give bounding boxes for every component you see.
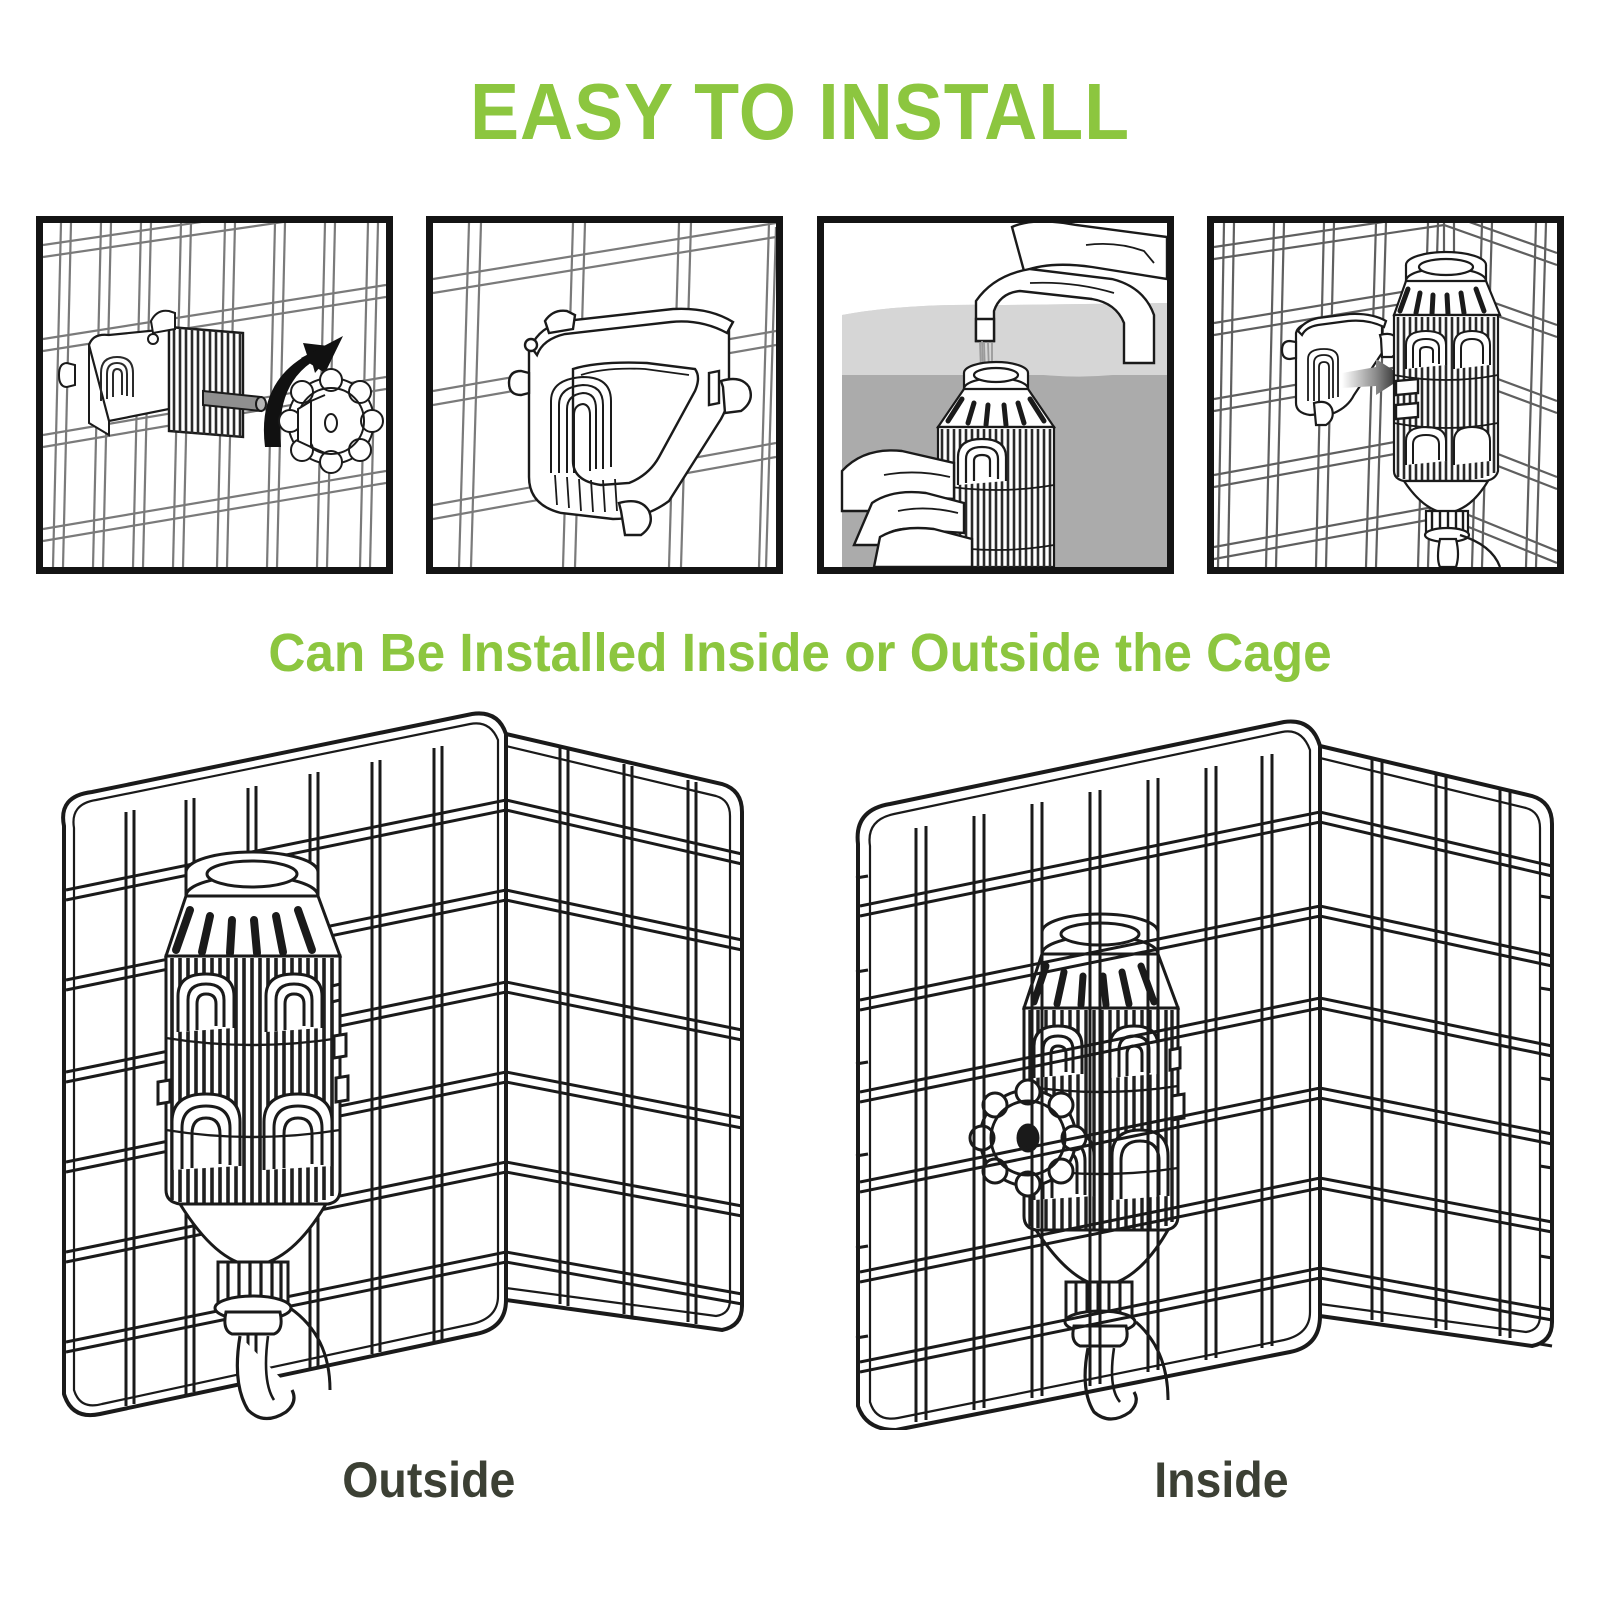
outside-cage-drawing bbox=[61, 711, 744, 1421]
outside-mount-illustration bbox=[0, 700, 800, 1430]
cage-panel-icon bbox=[855, 719, 1554, 1430]
water-bottle-icon bbox=[935, 360, 1056, 567]
mounting-options-row bbox=[0, 700, 1600, 1430]
step-3-illustration bbox=[840, 223, 1167, 567]
thumbwheel-nut-icon bbox=[278, 368, 384, 474]
installation-steps-row bbox=[36, 216, 1564, 574]
bracket-icon bbox=[1280, 312, 1400, 427]
bracket-icon bbox=[57, 309, 245, 439]
inside-cage-drawing bbox=[855, 719, 1554, 1430]
step-panel-1-attach-bracket bbox=[36, 216, 393, 574]
curved-rotation-arrow-icon bbox=[263, 336, 343, 447]
bracket-cradle-icon bbox=[508, 307, 753, 537]
section-subtitle: Can Be Installed Inside or Outside the C… bbox=[268, 623, 1332, 683]
step-4-illustration bbox=[1213, 223, 1557, 567]
water-bottle-icon bbox=[156, 850, 350, 1421]
mounting-option-labels: Outside Inside bbox=[0, 1450, 1600, 1540]
inside-mount-illustration bbox=[800, 700, 1600, 1430]
faucet-icon bbox=[974, 223, 1167, 365]
label-outside: Outside bbox=[342, 1452, 516, 1508]
cage-wire-grid-icon bbox=[1213, 223, 1557, 567]
page-title: EASY TO INSTALL bbox=[470, 67, 1130, 156]
step-2-illustration bbox=[433, 223, 777, 567]
insert-arrow-icon bbox=[1341, 359, 1404, 395]
label-inside: Inside bbox=[1154, 1452, 1289, 1508]
step-panel-3-fill-bottle bbox=[816, 216, 1174, 574]
screw-icon bbox=[202, 389, 267, 413]
hand-icon bbox=[840, 449, 973, 567]
step-panel-4-insert-bottle bbox=[1206, 216, 1564, 574]
step-panel-2-bracket-mounted bbox=[426, 216, 784, 574]
step-1-illustration bbox=[43, 223, 386, 567]
water-bottle-icon bbox=[1392, 250, 1502, 567]
